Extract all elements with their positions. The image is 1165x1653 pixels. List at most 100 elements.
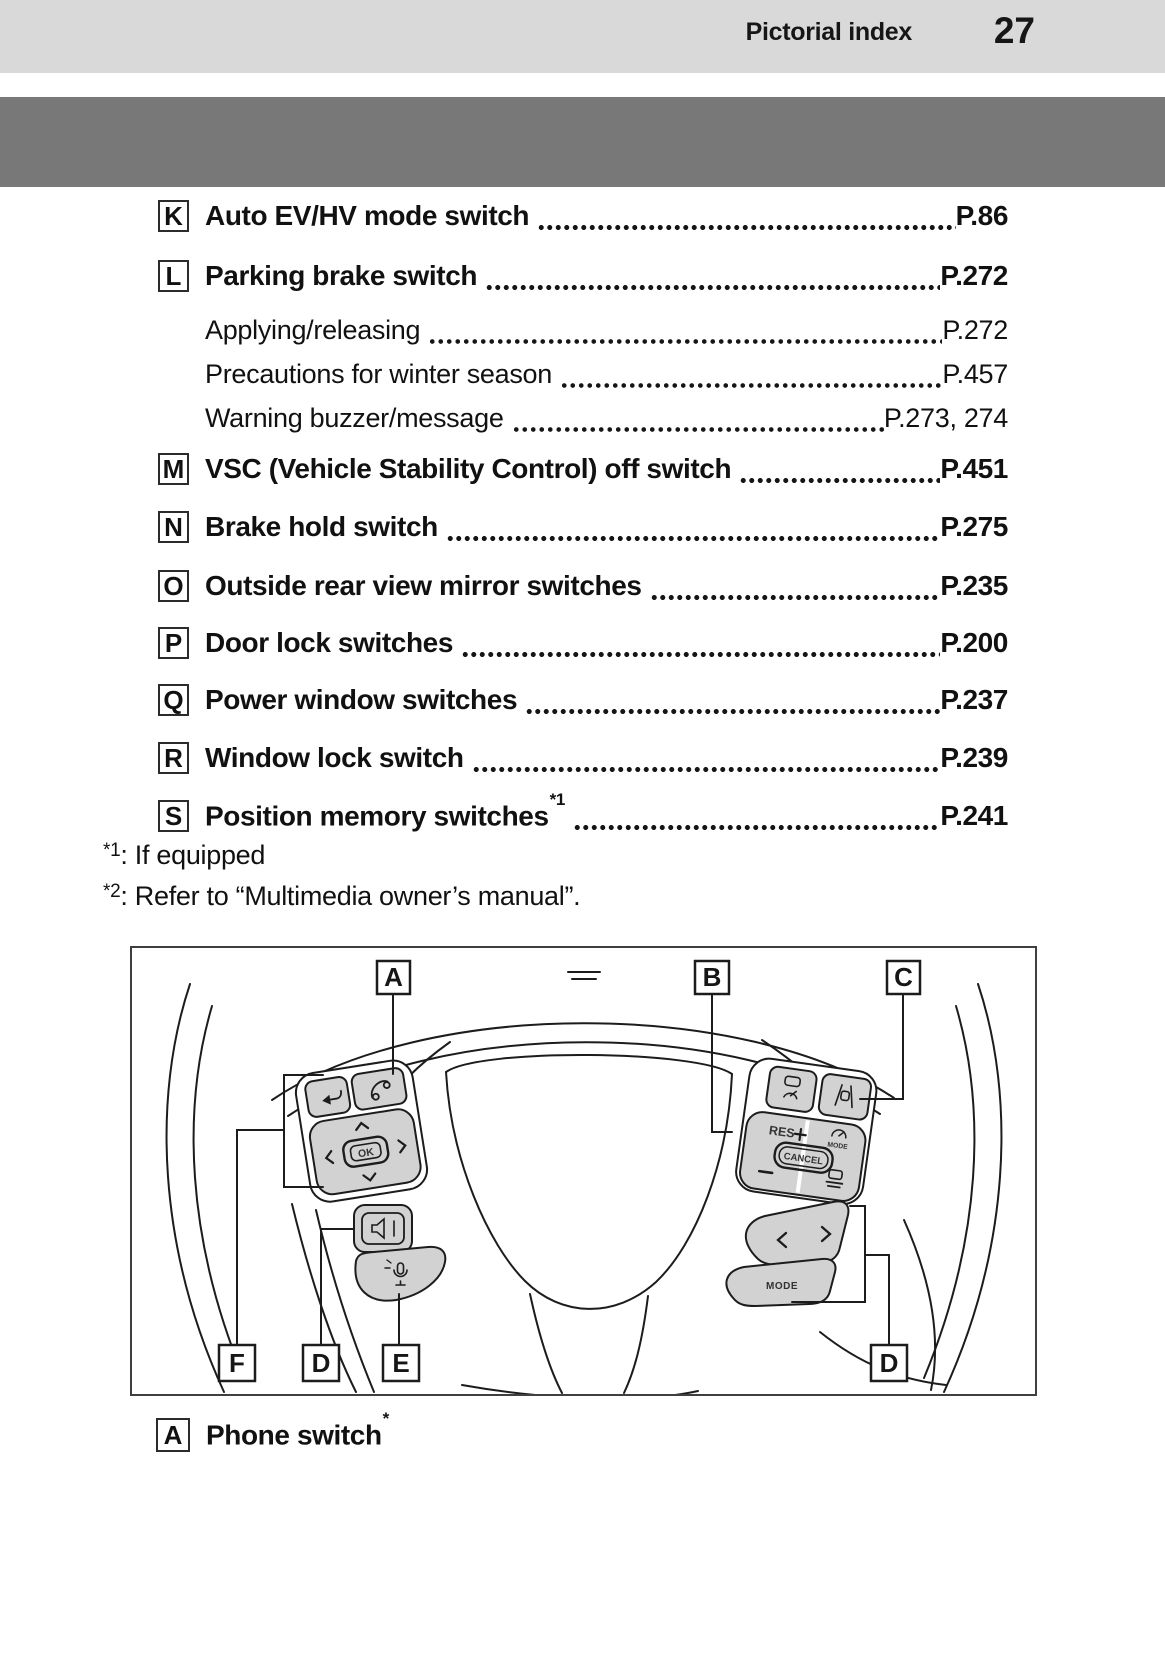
entry-label: Door lock switches [205, 627, 453, 658]
svg-text:E: E [392, 1348, 409, 1378]
down-arrow-icon [362, 1172, 377, 1182]
mic-icon [384, 1259, 408, 1286]
svg-text:MODE: MODE [766, 1281, 798, 1292]
svg-text:D: D [880, 1348, 899, 1378]
letter-box: S [158, 800, 189, 832]
entry-label: VSC (Vehicle Stability Control) off swit… [205, 453, 732, 484]
index-entry-l: L Parking brake switch P.272 [158, 260, 1008, 292]
footnote-marker: *1 [549, 789, 566, 809]
svg-text:MODE: MODE [827, 1141, 849, 1151]
index-entry-n: N Brake hold switch P.275 [158, 511, 1008, 543]
dot-leader [471, 742, 941, 774]
svg-text:CANCEL: CANCEL [783, 1151, 824, 1167]
dot-leader [559, 358, 943, 390]
cruise-button [765, 1065, 818, 1113]
left-arrow-icon [324, 1149, 335, 1165]
index-entry-k: K Auto EV/HV mode switch P.86 [158, 200, 1008, 232]
letter-box: Q [158, 684, 189, 716]
letter-box: M [158, 453, 189, 485]
index-entry-r: R Window lock switch P.239 [158, 742, 1008, 774]
page-ref: P.273, 274 [883, 402, 1008, 433]
index-subentry: Applying/releasing P.272 [158, 314, 1008, 346]
phone-icon [370, 1080, 391, 1101]
page-ref: P.200 [940, 627, 1008, 658]
page-ref: P.272 [940, 260, 1008, 291]
plus-icon [793, 1127, 807, 1142]
steering-wheel-diagram: OK [130, 946, 1037, 1396]
lower-left-buttons [353, 1204, 447, 1302]
subentry-label: Warning buzzer/message [205, 402, 504, 433]
page-title: Pictorial index [745, 18, 913, 46]
dpad-button [308, 1108, 422, 1196]
cancel-button: CANCEL [773, 1141, 834, 1174]
section-color-band [0, 97, 1165, 187]
up-arrow-icon [355, 1121, 370, 1132]
res-plus-label: RES [768, 1123, 807, 1142]
track-seek-button [744, 1200, 850, 1267]
chevron-right-icon [820, 1225, 832, 1243]
footnote-2: *2: Refer to “Multimedia owner’s manual”… [103, 881, 581, 911]
dot-leader [525, 684, 941, 716]
letter-box: N [158, 511, 189, 543]
dot-leader [428, 314, 943, 346]
page-ref: P.451 [940, 453, 1008, 484]
page-ref: P.457 [942, 358, 1008, 389]
entry-label: Auto EV/HV mode switch [205, 200, 530, 231]
right-arrow-icon [397, 1139, 407, 1154]
steering-wheel-drawing: OK [165, 959, 1003, 1394]
callout-d-right: D [869, 1343, 909, 1383]
letter-box: A [156, 1418, 190, 1452]
entry-label: Window lock switch [205, 742, 464, 773]
lane-assist-icon [834, 1084, 853, 1109]
header-band: Pictorial index 27 [0, 0, 1165, 73]
minus-icon [757, 1169, 774, 1175]
entry-label: Outside rear view mirror switches [205, 570, 642, 601]
entry-label: Power window switches [205, 684, 518, 715]
svg-text:B: B [703, 962, 722, 992]
dot-leader [572, 800, 941, 832]
index-entry-o: O Outside rear view mirror switches P.23… [158, 570, 1008, 602]
page-ref: P.86 [955, 200, 1009, 231]
svg-text:D: D [312, 1348, 331, 1378]
lane-assist-button [817, 1073, 873, 1121]
dot-leader [461, 627, 941, 659]
dot-leader [445, 511, 941, 543]
index-entry-p: P Door lock switches P.200 [158, 627, 1008, 659]
letter-box: O [158, 570, 189, 602]
subentry-label: Applying/releasing [205, 314, 421, 345]
svg-text:OK: OK [357, 1146, 375, 1160]
dot-leader [649, 570, 941, 602]
letter-box: P [158, 627, 189, 659]
letter-box: K [158, 200, 189, 232]
index-subentry: Precautions for winter season P.457 [158, 358, 1008, 390]
svg-text:A: A [384, 962, 403, 992]
letter-box: L [158, 260, 189, 292]
drive-mode-icon: MODE [827, 1129, 849, 1151]
callout-a: A [375, 959, 412, 996]
callout-b: B [693, 959, 731, 996]
page-ref: P.239 [940, 742, 1008, 773]
callout-d-left: D [301, 1343, 341, 1383]
page-ref: P.272 [942, 314, 1008, 345]
entry-label: Brake hold switch [205, 511, 438, 542]
following-distance-icon [825, 1168, 844, 1189]
entry-label: Parking brake switch [205, 260, 478, 291]
index-entry-s: S Position memory switches*1 P.241 [158, 789, 1008, 832]
svg-text:F: F [229, 1348, 245, 1378]
phone-button [350, 1067, 408, 1111]
cruise-icon [783, 1075, 802, 1100]
svg-text:RES: RES [768, 1123, 795, 1140]
mode-button [725, 1257, 837, 1308]
entry-label: Position memory switches*1 [205, 789, 565, 832]
lower-right-buttons: MODE [725, 1200, 850, 1308]
footnote-marker: * [382, 1408, 390, 1428]
callout-c: C [885, 959, 922, 996]
callout-lines [236, 993, 904, 1347]
left-switch-pod: OK [294, 1059, 429, 1203]
right-switch-pod: RES MODE CANCEL [735, 1057, 878, 1205]
dot-leader [511, 402, 884, 434]
page-ref: P.275 [940, 511, 1008, 542]
page-ref: P.235 [940, 570, 1008, 601]
index-entry-q: Q Power window switches P.237 [158, 684, 1008, 716]
